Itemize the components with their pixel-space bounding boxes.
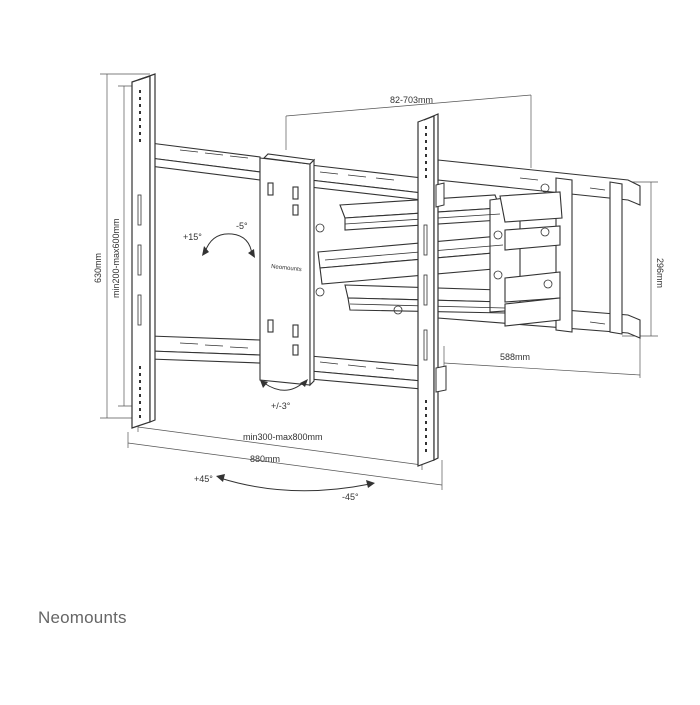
right-rail-slots bbox=[423, 224, 428, 361]
height-vesa-label: min200-max600mm bbox=[111, 218, 121, 298]
rotation-label: +/-3° bbox=[271, 401, 291, 411]
right-rail bbox=[417, 113, 439, 467]
arm-details bbox=[315, 183, 553, 315]
height-outer-label: 630mm bbox=[93, 253, 103, 283]
swivel-left-label: +45° bbox=[194, 474, 213, 484]
arrow-heads bbox=[202, 246, 375, 488]
plate-label: Neomounts bbox=[271, 264, 302, 273]
left-rail-holes bbox=[139, 90, 141, 418]
width-outer-label: 880mm bbox=[250, 454, 280, 464]
center-plate bbox=[259, 153, 316, 387]
cross-bar-slots bbox=[179, 149, 395, 371]
width-vesa-label: min300-max800mm bbox=[243, 432, 323, 442]
tilt-down-label: -5° bbox=[236, 221, 248, 231]
wall-plate-slots bbox=[519, 177, 606, 325]
tilt-up-label: +15° bbox=[183, 232, 202, 242]
right-rail-clips bbox=[435, 182, 447, 393]
plate-height-label: 296mm bbox=[655, 258, 665, 288]
dimension-lines bbox=[100, 73, 658, 490]
plate-width-label: 588mm bbox=[500, 352, 530, 362]
right-rail-holes bbox=[425, 126, 427, 452]
left-rail bbox=[131, 73, 156, 429]
swivel-right-label: -45° bbox=[342, 492, 359, 502]
swing-arms bbox=[317, 191, 563, 327]
brand-logo: Neomounts bbox=[38, 608, 127, 627]
arm-extension-label: 82-703mm bbox=[390, 95, 433, 105]
left-rail-slots bbox=[137, 194, 142, 326]
